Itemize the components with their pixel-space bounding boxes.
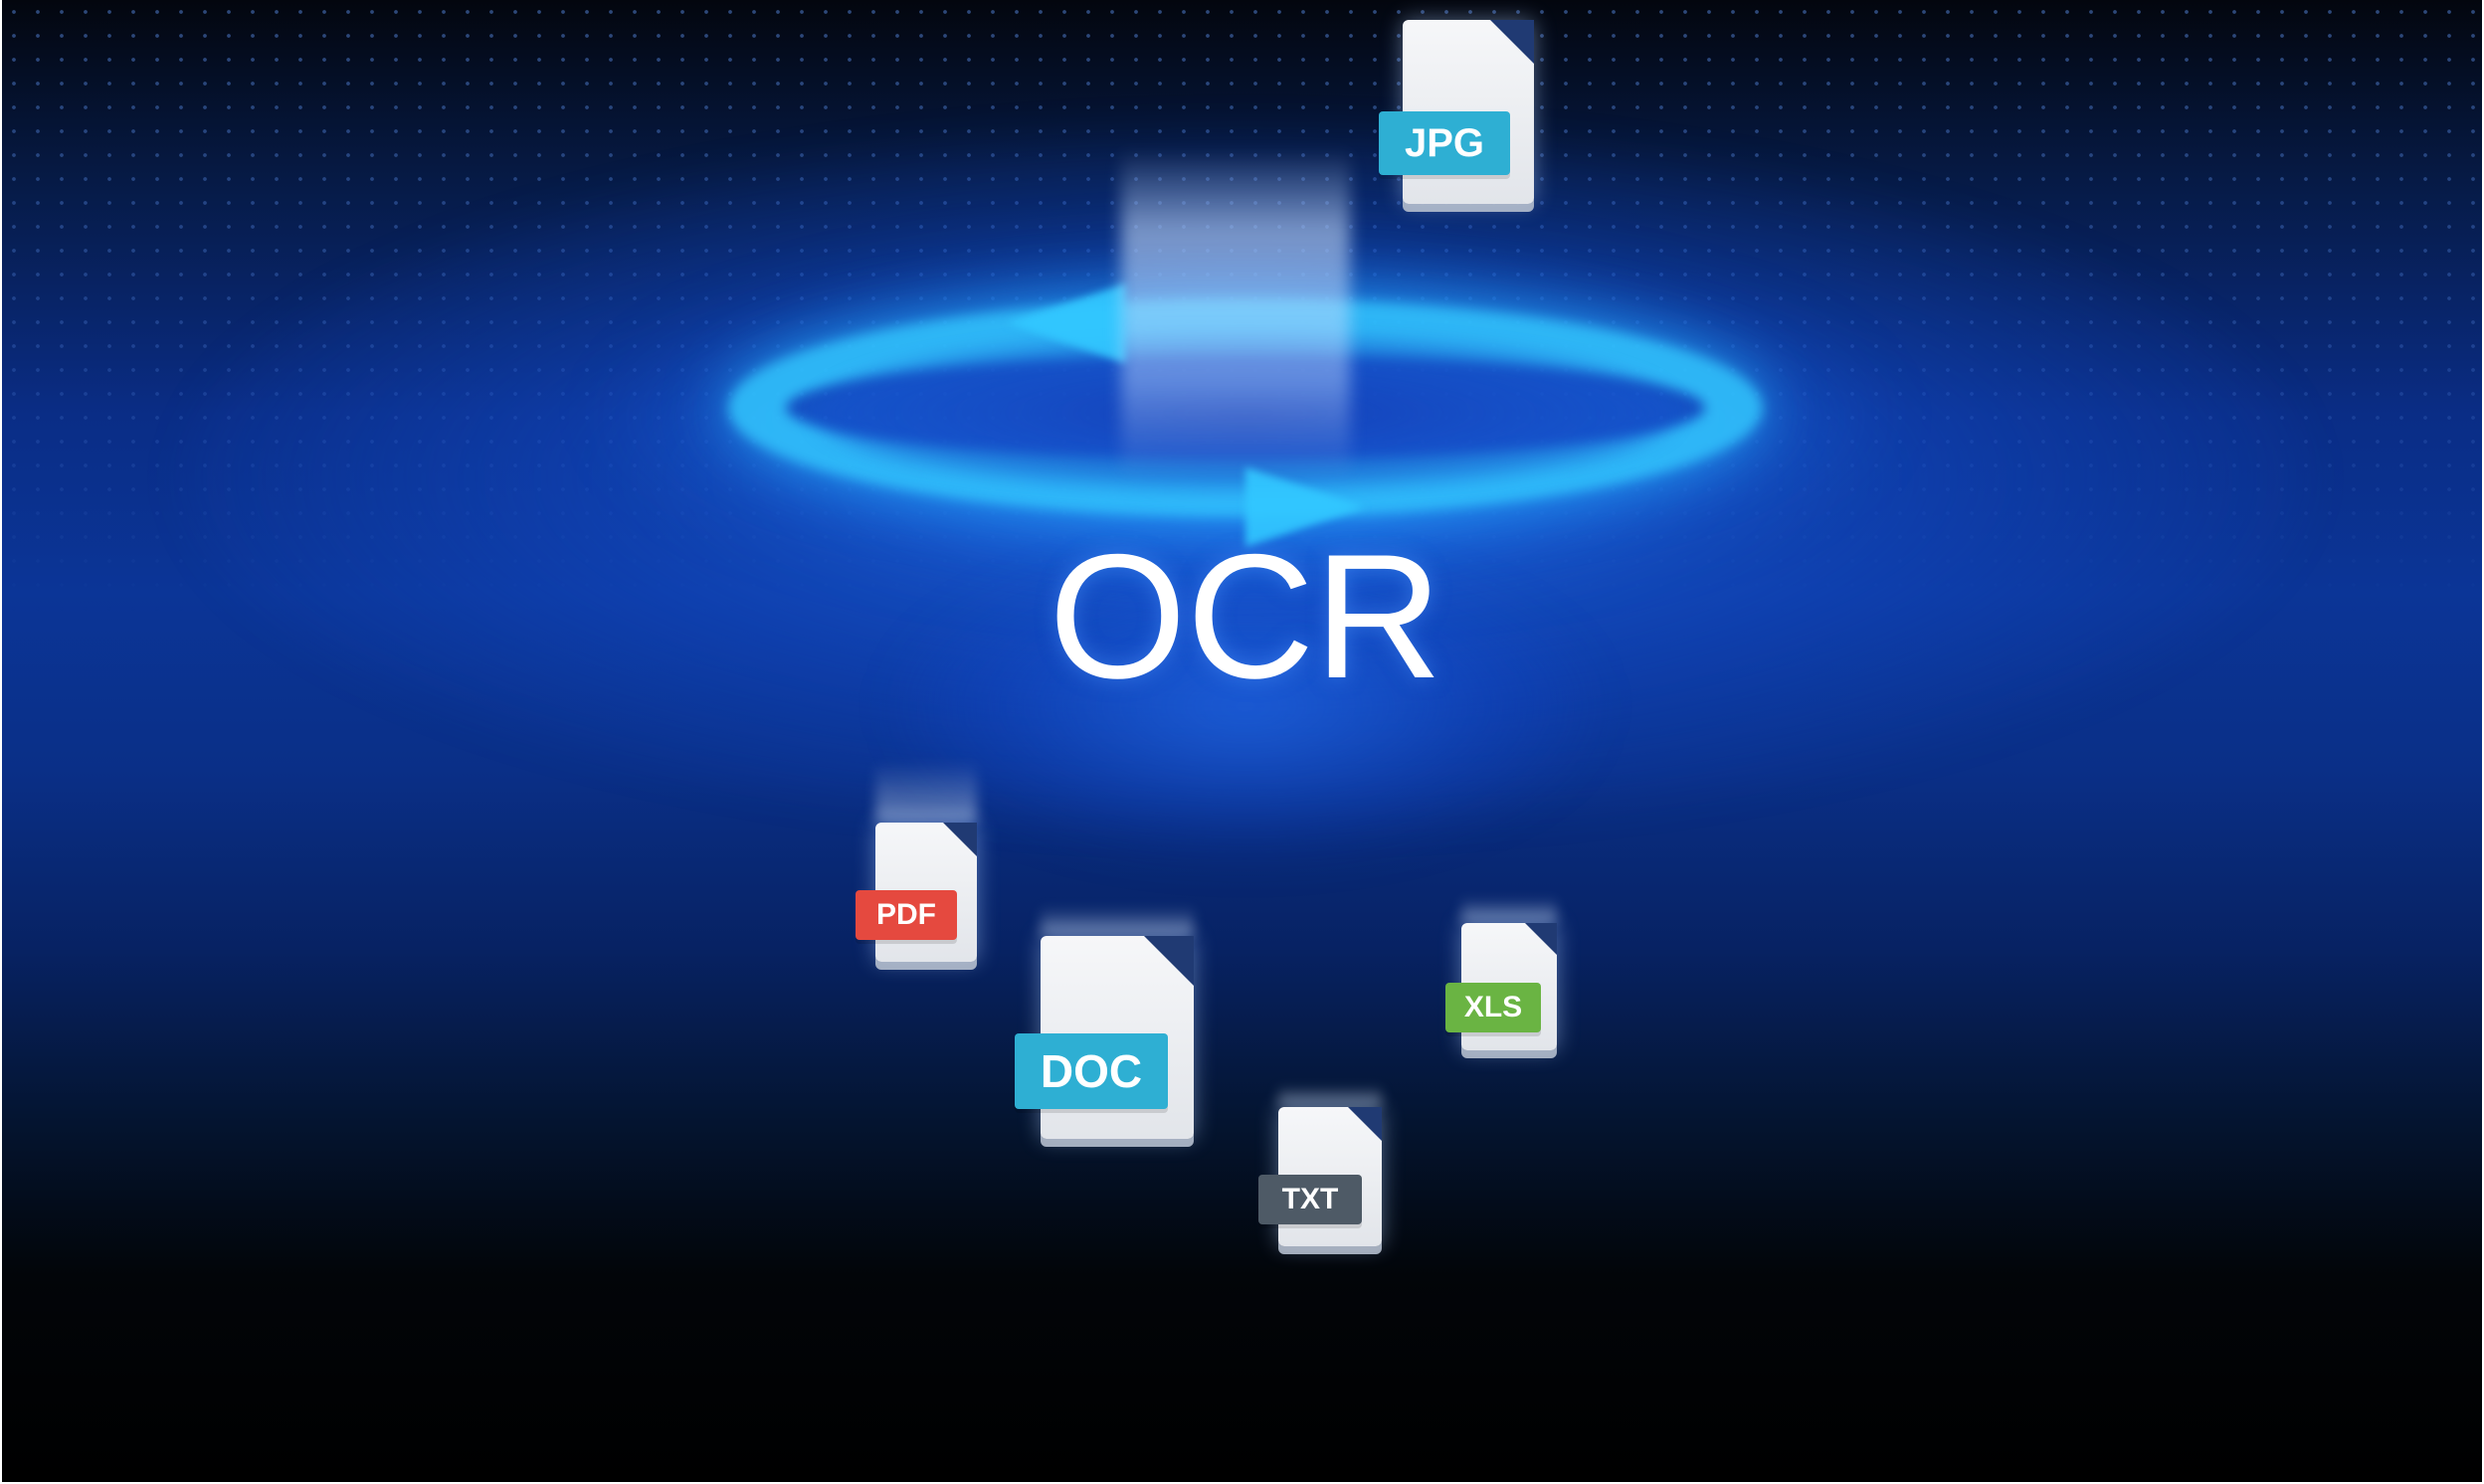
file-corner-fold: [1348, 1107, 1382, 1141]
txt-file-icon: TXT: [1258, 1085, 1382, 1246]
jpg-file-icon: JPG: [1379, 20, 1534, 209]
motion-trail: [1041, 906, 1194, 936]
scanning-document-icon: [1121, 149, 1350, 477]
motion-trail: [1461, 897, 1557, 923]
file-type-tag: XLS: [1445, 983, 1541, 1032]
doc-file-icon: DOC: [1015, 906, 1194, 1141]
pdf-file-icon: PDF: [856, 761, 977, 962]
motion-trail: [1278, 1085, 1382, 1107]
ocr-title: OCR: [1049, 517, 1442, 715]
file-type-tag: DOC: [1015, 1033, 1168, 1109]
cone-glow: [897, 557, 1594, 855]
xls-file-icon: XLS: [1445, 897, 1557, 1050]
file-type-tag: TXT: [1258, 1175, 1362, 1224]
file-corner-fold: [1490, 20, 1534, 64]
file-corner-fold: [1525, 923, 1557, 955]
file-corner-fold: [1144, 936, 1194, 986]
ring-arrow-left-icon: [1007, 283, 1126, 363]
ring-arrow-right-icon: [1245, 467, 1365, 547]
motion-trail: [875, 761, 977, 823]
file-corner-fold: [943, 823, 977, 856]
file-type-tag: JPG: [1379, 111, 1510, 175]
file-type-tag: PDF: [856, 890, 957, 940]
